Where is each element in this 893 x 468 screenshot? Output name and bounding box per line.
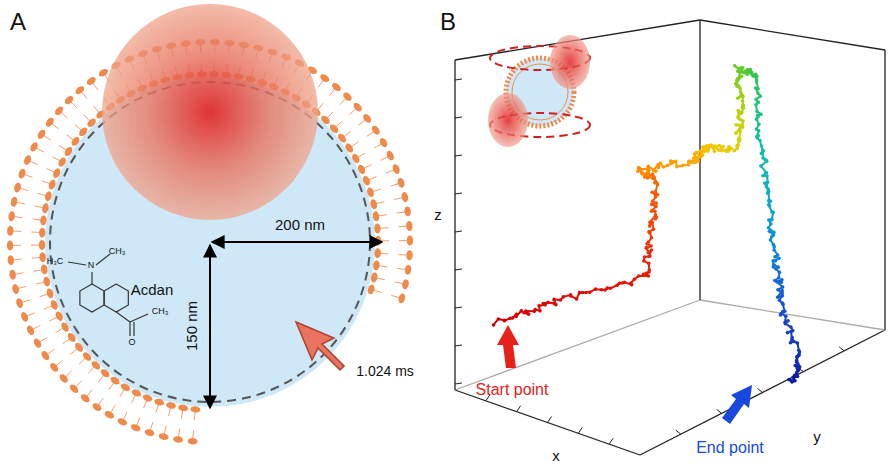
axis-box bbox=[455, 20, 885, 455]
axis-ticks bbox=[455, 79, 844, 444]
atom-label: CH₃ bbox=[152, 307, 169, 317]
scan-arrow bbox=[296, 322, 344, 370]
start-arrow bbox=[497, 325, 519, 368]
dimension-label: 200 nm bbox=[275, 217, 325, 234]
molecule-name: Acdan bbox=[131, 282, 174, 299]
dimension-label: 150 nm bbox=[184, 301, 201, 351]
atom-label: H₃C bbox=[47, 257, 64, 267]
annotation-label: End point bbox=[696, 439, 764, 457]
axis-label: y bbox=[813, 429, 821, 446]
axis-label: x bbox=[552, 448, 560, 465]
atom-label: CH₃ bbox=[109, 247, 126, 257]
dimension-arrow bbox=[209, 245, 211, 408]
trajectory-plot bbox=[455, 20, 885, 455]
atom-label: O bbox=[128, 338, 135, 348]
atom-label: N bbox=[88, 261, 95, 271]
vesicle-illustration bbox=[7, 4, 413, 445]
panel-letter: B bbox=[440, 9, 456, 35]
inset-vesicle bbox=[488, 35, 590, 147]
annotation-label: Start point bbox=[476, 381, 549, 399]
focal-volume bbox=[102, 4, 318, 220]
time-label: 1.024 ms bbox=[356, 364, 414, 379]
axis-label: z bbox=[434, 207, 442, 224]
end-arrow bbox=[722, 385, 752, 424]
dimension-arrow bbox=[212, 241, 382, 243]
panel-letter: A bbox=[10, 9, 26, 35]
